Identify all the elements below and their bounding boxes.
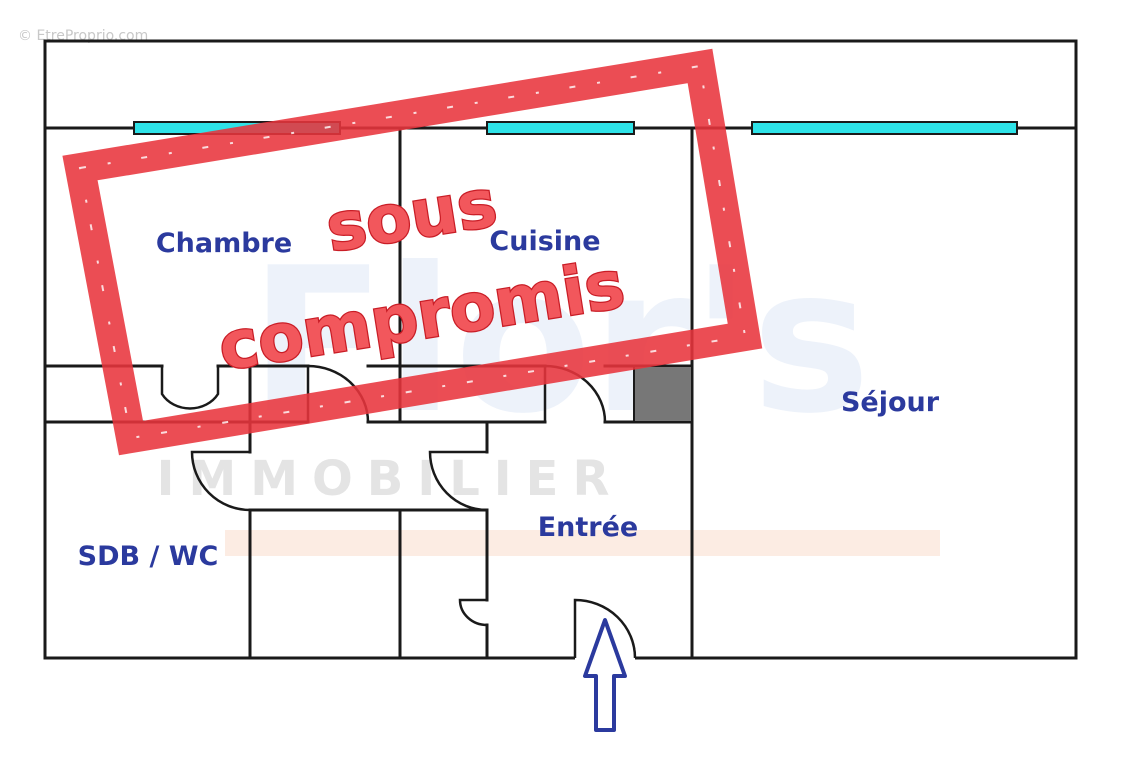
room-label-entree: Entrée (538, 512, 639, 543)
window-sejour (751, 121, 1018, 135)
door-wc-closet (160, 366, 220, 410)
agency-watermark: Flor's IMMOBILIER (157, 225, 940, 556)
room-label-sejour: Séjour (841, 387, 940, 418)
door-closet (458, 598, 488, 627)
room-label-sdb: SDB / WC (78, 541, 219, 572)
entrance-arrow-icon (583, 618, 627, 732)
doors (160, 364, 637, 659)
watermark-brand: Flor's (249, 225, 870, 458)
technical-shaft (633, 365, 693, 423)
room-label-chambre: Chambre (156, 228, 292, 259)
door-sdb (190, 450, 251, 512)
door-entree (428, 450, 488, 512)
watermark-band (225, 530, 940, 556)
window-cuisine (486, 121, 635, 135)
room-label-cuisine: Cuisine (489, 226, 600, 257)
door-entry (573, 598, 637, 659)
outer-wall (43, 39, 1078, 660)
watermark-subtitle: IMMOBILIER (157, 451, 624, 507)
